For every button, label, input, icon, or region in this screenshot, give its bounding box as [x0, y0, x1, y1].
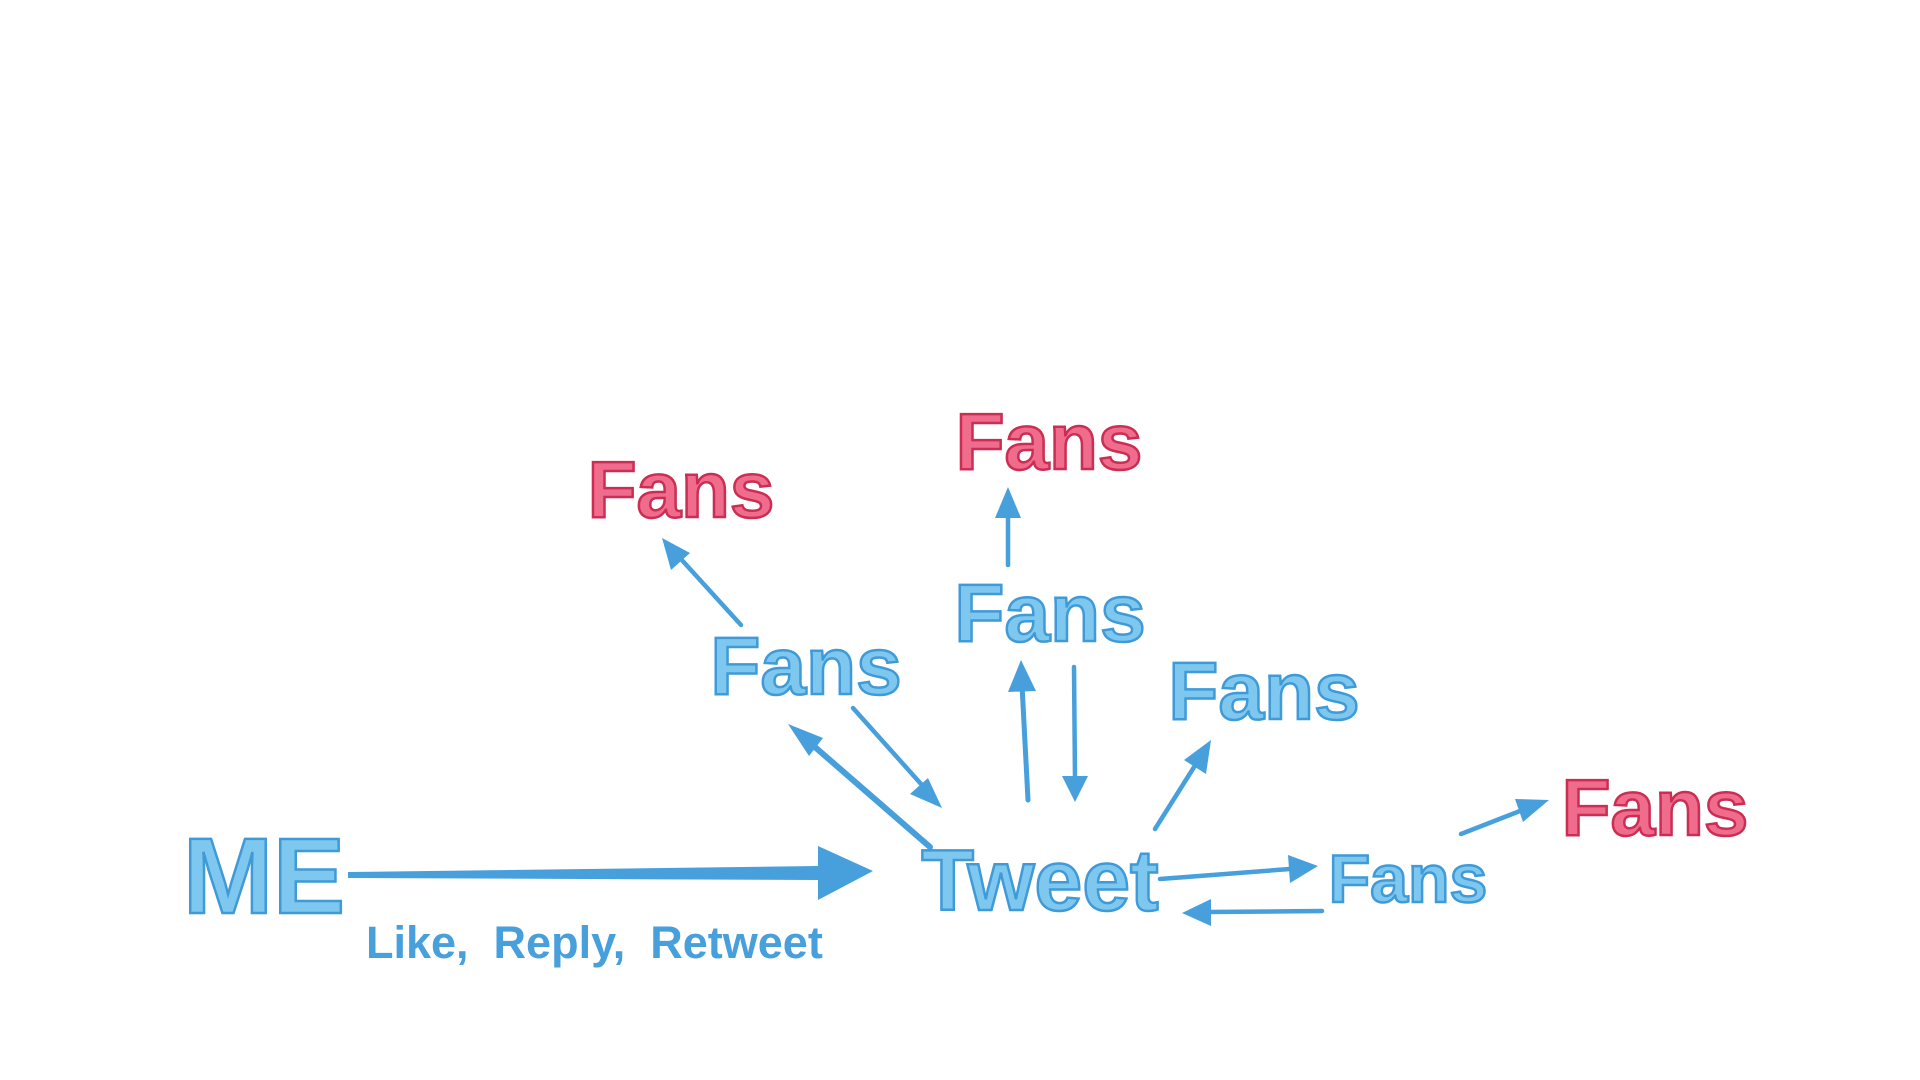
- tweet-node: Tweet: [920, 833, 1160, 929]
- fans-node-bottom-right: Fans: [1327, 841, 1488, 917]
- arrow-tweet-to-fans-center: [1008, 660, 1036, 803]
- pink-fans-node-top: Fans: [954, 397, 1143, 486]
- me-node: ME: [182, 815, 347, 936]
- pink-fans-node-left: Fans: [586, 445, 775, 534]
- action-caption: Like, Reply, Retweet: [366, 917, 823, 968]
- pink-fans-node-right: Fans: [1560, 763, 1749, 852]
- fans-node-left: Fans: [709, 621, 903, 712]
- arrow-fans-bottom-right-to-tweet: [1182, 899, 1325, 926]
- arrow-me-to-tweet: [348, 846, 873, 900]
- arrow-fans-center-to-pink-fans-top: [995, 487, 1021, 568]
- arrow-tweet-to-fans-right: [1152, 740, 1211, 832]
- fans-node-center: Fans: [953, 568, 1147, 659]
- arrow-fans-bottom-right-to-pink-fans-right: [1458, 799, 1549, 837]
- arrow-fans-left-to-pink-fans-left: [662, 538, 744, 628]
- fans-node-right: Fans: [1167, 646, 1361, 737]
- arrow-fans-left-to-tweet: [850, 705, 942, 808]
- arrow-tweet-to-fans-bottom-right: [1157, 855, 1318, 883]
- arrow-tweet-to-fans-left: [788, 724, 933, 850]
- arrow-fans-center-to-tweet: [1062, 664, 1088, 802]
